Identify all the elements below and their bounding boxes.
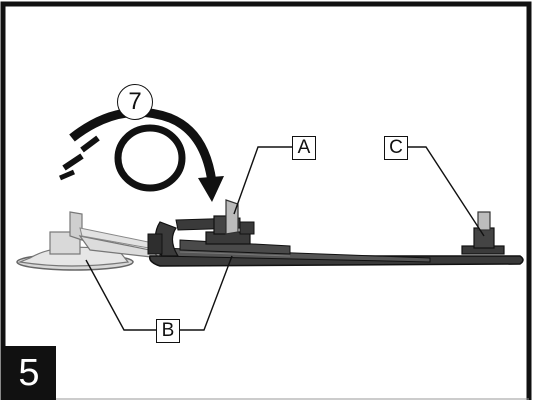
leader-c <box>408 146 485 237</box>
callout-c-label: C <box>384 136 408 160</box>
leader-lines <box>85 146 485 331</box>
leader-a <box>233 146 292 215</box>
callout-b-label: B <box>156 319 180 343</box>
dark-arm-part <box>147 217 524 267</box>
rotation-step-number: 7 <box>117 84 153 120</box>
knob-c-part <box>461 211 505 255</box>
step-number-badge: 5 <box>2 346 56 400</box>
rotation-arrow <box>59 107 224 202</box>
leader-b-right <box>180 255 233 331</box>
callout-a-label: A <box>292 136 316 160</box>
knob-a-part <box>205 199 255 245</box>
leader-b-left <box>85 259 156 331</box>
light-base-part <box>16 211 163 271</box>
